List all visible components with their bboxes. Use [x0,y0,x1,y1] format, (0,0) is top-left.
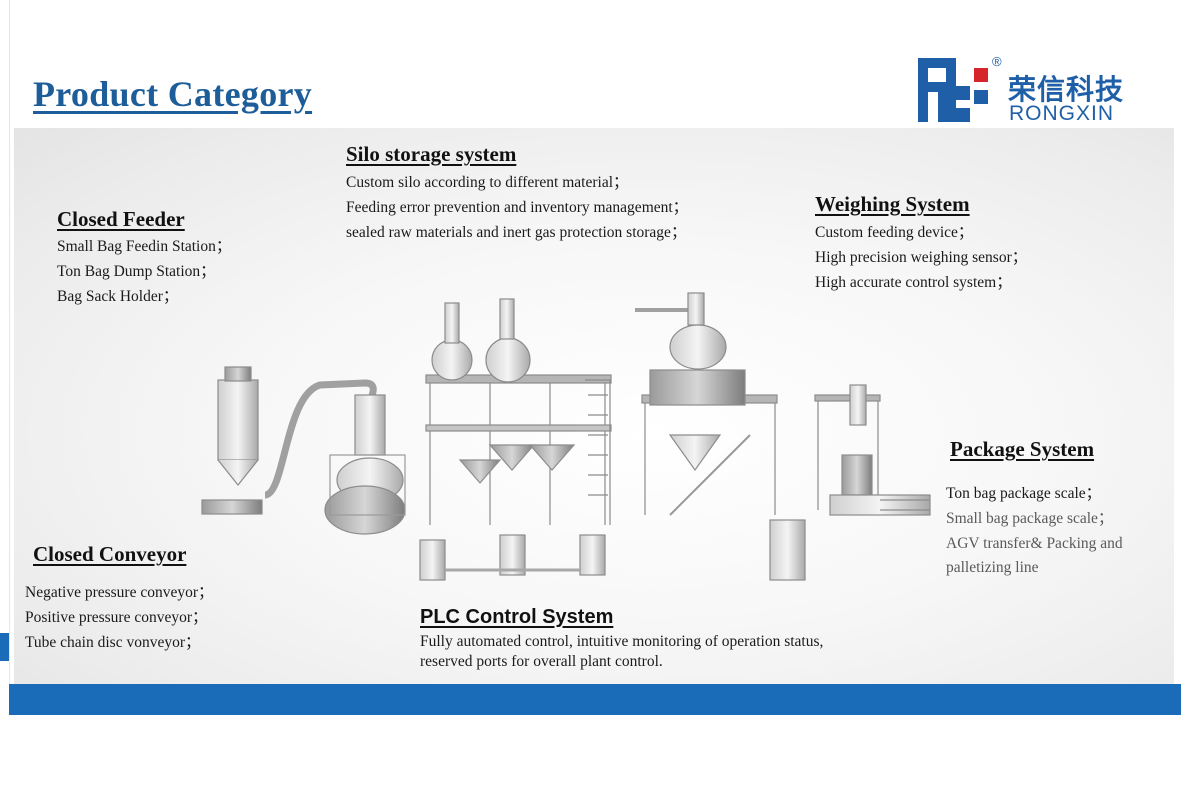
list-item: Positive pressure conveyor； [25,608,208,626]
closed-feeder-title: Closed Feeder [57,207,185,231]
weighing-system-list: Custom feeding device； High precision we… [815,221,1027,295]
list-item: Ton Bag Dump Station； [57,262,216,280]
footer-bar [9,684,1181,715]
list-item: sealed raw materials and inert gas prote… [346,223,687,241]
closed-feeder-list: Small Bag Feedin Station； Ton Bag Dump S… [57,235,231,309]
list-item: High precision weighing sensor； [815,248,1028,266]
package-system-list: Ton bag package scale； Small bag package… [946,482,1123,581]
company-logo: ® 荣信科技 RONGXIN [916,54,1156,126]
list-item: Negative pressure conveyor； [25,584,214,601]
list-item: Small Bag Feedin Station； [57,238,232,255]
list-item: Bag Sack Holder； [57,287,179,305]
silo-storage-list: Custom silo according to different mater… [346,171,688,245]
list-item: AGV transfer& Packing and [946,534,1123,552]
page-title: Product Category [33,74,313,114]
logo-english-name: RONGXIN [1009,102,1115,125]
list-item: Custom silo according to different mater… [346,174,629,191]
edge-line [9,0,10,715]
production-line-illustration [201,292,931,581]
list-item: Tube chain disc vonveyor； [25,633,201,651]
closed-conveyor-title: Closed Conveyor [33,542,187,566]
list-item: Small bag package scale； [946,509,1114,527]
content-area [14,128,1174,684]
plc-control-line-1: Fully automated control, intuitive monit… [420,633,824,650]
list-item: palletizing line [946,559,1039,577]
silo-storage-title: Silo storage system [346,142,517,166]
list-item: High accurate control system； [815,273,1012,291]
logo-chinese-name: 荣信科技 [1008,73,1125,106]
plc-control-title: PLC Control System [420,606,614,628]
rongxin-logo-mark-icon [918,58,988,122]
list-item: Ton bag package scale； [946,485,1102,502]
closed-conveyor-list: Negative pressure conveyor； Positive pre… [25,581,214,655]
list-item: Feeding error prevention and inventory m… [346,198,689,216]
package-system-title: Package System [950,437,1095,461]
registered-mark: ® [992,54,1002,69]
list-item: Custom feeding device； [815,224,974,241]
weighing-system-title: Weighing System [815,192,970,216]
left-accent-tab [0,633,9,661]
plc-control-line-2: reserved ports for overall plant control… [420,653,663,670]
